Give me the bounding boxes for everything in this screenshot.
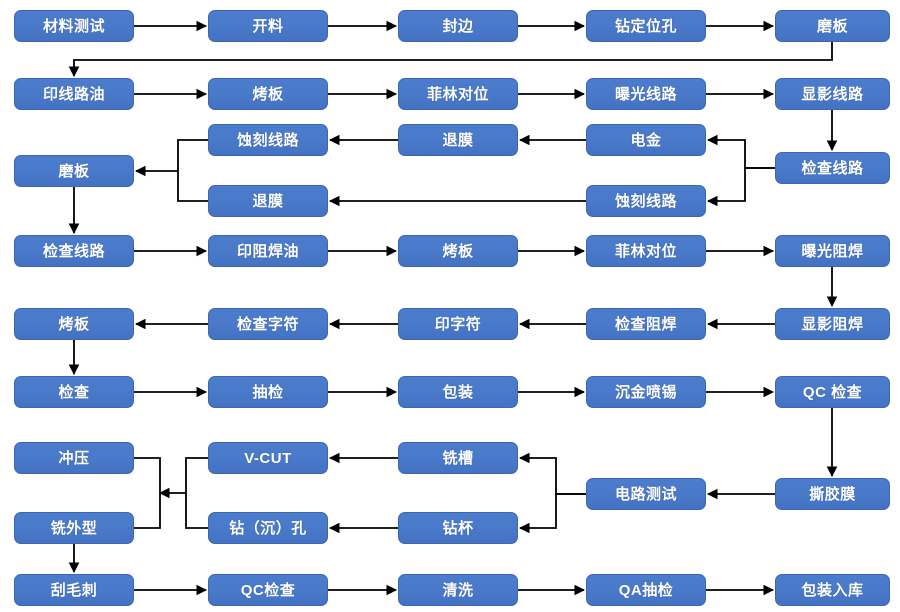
process-node-n5[interactable]: 磨板: [775, 10, 890, 42]
process-node-label: 退膜: [252, 192, 284, 210]
process-node-n19[interactable]: 印阻焊油: [208, 235, 328, 267]
process-node-label: 磨板: [816, 17, 848, 35]
process-node-n10[interactable]: 显影线路: [775, 78, 890, 110]
process-node-n32[interactable]: QC 检查: [775, 376, 890, 408]
edge-n15-n17: [706, 167, 775, 207]
process-node-label: 检查阻焊: [614, 315, 677, 333]
process-node-label: 铣槽: [442, 449, 474, 467]
process-node-label: 印线路油: [42, 85, 105, 103]
process-node-label: 封边: [442, 17, 474, 35]
process-node-n1[interactable]: 材料测试: [14, 10, 134, 42]
process-node-label: 包装: [442, 383, 474, 401]
process-node-label: 检查线路: [801, 159, 864, 177]
process-node-label: 蚀刻线路: [614, 192, 677, 210]
merge-bracket-upper: [177, 139, 208, 202]
process-node-label: 铣外型: [50, 519, 98, 537]
process-node-n45[interactable]: 包装入库: [775, 574, 890, 606]
process-node-n18[interactable]: 检查线路: [14, 235, 134, 267]
process-node-n9[interactable]: 曝光线路: [586, 78, 706, 110]
process-node-label: 包装入库: [801, 581, 864, 599]
process-node-label: 清洗: [442, 581, 474, 599]
process-node-label: 烤板: [58, 315, 90, 333]
process-node-label: 钻杯: [442, 519, 474, 537]
process-node-label: 电金: [630, 131, 662, 149]
process-node-n27[interactable]: 显影阻焊: [775, 308, 890, 340]
process-node-label: 蚀刻线路: [236, 131, 299, 149]
process-node-n36[interactable]: 电路测试: [586, 478, 706, 510]
process-node-n15[interactable]: 检查线路: [775, 152, 890, 184]
process-node-label: 检查: [58, 383, 90, 401]
process-node-n25[interactable]: 印字符: [398, 308, 518, 340]
process-node-n39[interactable]: 钻（沉）孔: [208, 512, 328, 544]
process-node-n12[interactable]: 退膜: [398, 124, 518, 156]
process-node-n20[interactable]: 烤板: [398, 235, 518, 267]
process-node-n23[interactable]: 烤板: [14, 308, 134, 340]
process-node-label: 检查线路: [42, 242, 105, 260]
process-node-n4[interactable]: 钻定位孔: [586, 10, 706, 42]
process-node-n22[interactable]: 曝光阻焊: [775, 235, 890, 267]
process-node-label: 撕胶膜: [809, 485, 856, 503]
process-node-label: 印字符: [434, 315, 482, 333]
process-node-label: QC 检查: [802, 383, 863, 401]
process-node-label: 显影阻焊: [801, 315, 864, 333]
process-node-label: 烤板: [442, 242, 474, 260]
process-node-label: 电路测试: [614, 485, 677, 503]
process-node-label: 菲林对位: [614, 242, 677, 260]
edge-n15-n13: [706, 134, 775, 169]
process-node-label: 沉金喷锡: [614, 383, 677, 401]
process-node-label: 钻定位孔: [614, 17, 677, 35]
process-node-n2[interactable]: 开料: [208, 10, 328, 42]
process-node-label: 抽检: [252, 383, 284, 401]
process-node-n26[interactable]: 检查阻焊: [586, 308, 706, 340]
process-node-n43[interactable]: 清洗: [398, 574, 518, 606]
process-node-label: 冲压: [58, 449, 90, 467]
process-node-n17[interactable]: 蚀刻线路: [586, 185, 706, 217]
process-node-n30[interactable]: 包装: [398, 376, 518, 408]
process-node-n3[interactable]: 封边: [398, 10, 518, 42]
process-node-n40[interactable]: 钻杯: [398, 512, 518, 544]
process-node-n35[interactable]: 铣槽: [398, 442, 518, 474]
process-node-label: V-CUT: [244, 449, 292, 467]
process-node-n44[interactable]: QA抽检: [586, 574, 706, 606]
process-node-label: QA抽检: [618, 581, 674, 599]
process-node-label: 检查字符: [236, 315, 299, 333]
process-node-label: 烤板: [252, 85, 284, 103]
process-node-label: QC检查: [240, 581, 296, 599]
edge-n36-n40: [518, 493, 586, 534]
edge-n36-n35: [518, 452, 586, 495]
process-node-n8[interactable]: 菲林对位: [398, 78, 518, 110]
process-node-label: 曝光阻焊: [801, 242, 864, 260]
process-node-n16[interactable]: 退膜: [208, 185, 328, 217]
process-node-n28[interactable]: 检查: [14, 376, 134, 408]
process-node-n37[interactable]: 撕胶膜: [775, 478, 890, 510]
process-node-label: 曝光线路: [614, 85, 677, 103]
process-node-label: 刮毛刺: [50, 581, 98, 599]
process-node-label: 材料测试: [42, 17, 105, 35]
process-node-label: 显影线路: [801, 85, 864, 103]
process-node-label: 开料: [252, 17, 284, 35]
process-node-n6[interactable]: 印线路油: [14, 78, 134, 110]
process-node-label: 退膜: [442, 131, 474, 149]
process-node-n31[interactable]: 沉金喷锡: [586, 376, 706, 408]
merge-bracket-vcut: [185, 457, 208, 529]
process-node-label: 磨板: [58, 162, 90, 180]
merge-bracket-stamp: [134, 457, 161, 529]
process-node-n41[interactable]: 刮毛刺: [14, 574, 134, 606]
process-node-n38[interactable]: 铣外型: [14, 512, 134, 544]
process-node-n13[interactable]: 电金: [586, 124, 706, 156]
process-node-n42[interactable]: QC检查: [208, 574, 328, 606]
process-node-n29[interactable]: 抽检: [208, 376, 328, 408]
process-node-n7[interactable]: 烤板: [208, 78, 328, 110]
process-node-n11[interactable]: 蚀刻线路: [208, 124, 328, 156]
process-node-n24[interactable]: 检查字符: [208, 308, 328, 340]
process-node-label: 菲林对位: [426, 85, 489, 103]
process-node-n21[interactable]: 菲林对位: [586, 235, 706, 267]
process-node-n34[interactable]: V-CUT: [208, 442, 328, 474]
process-node-n14[interactable]: 磨板: [14, 155, 134, 187]
process-node-label: 印阻焊油: [236, 242, 299, 260]
process-node-n33[interactable]: 冲压: [14, 442, 134, 474]
edge-n5-n6: [68, 42, 833, 78]
process-node-label: 钻（沉）孔: [229, 519, 307, 537]
